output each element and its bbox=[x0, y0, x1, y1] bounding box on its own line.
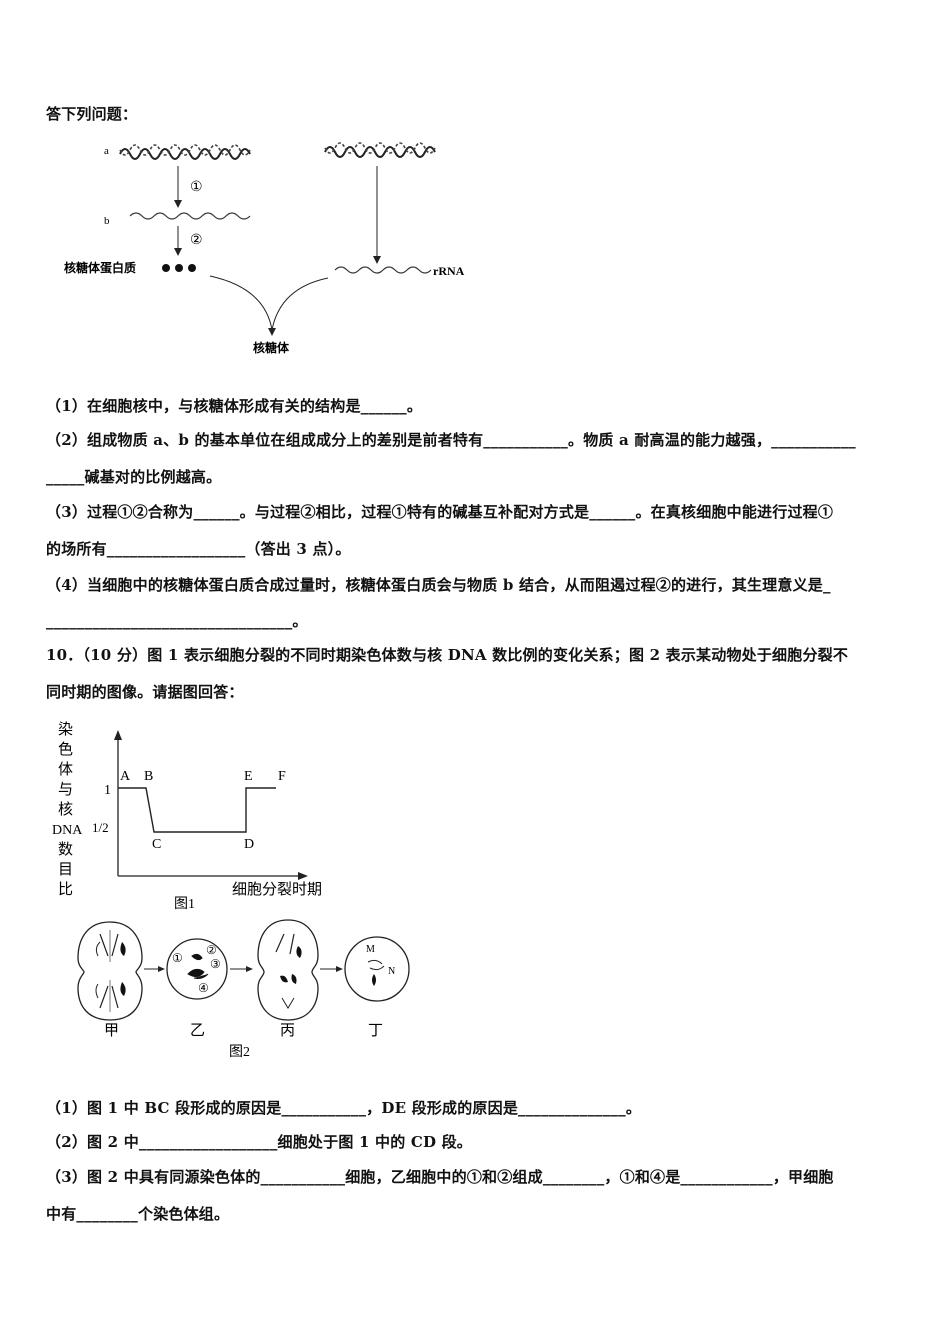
ribosome-label: 核糖体 bbox=[253, 340, 290, 355]
svg-text:数: 数 bbox=[58, 841, 73, 858]
svg-text:②: ② bbox=[206, 943, 217, 957]
cell-jia bbox=[77, 921, 143, 1021]
dna-helix-right bbox=[324, 146, 436, 158]
point-label-D: D bbox=[244, 837, 254, 852]
rrna-strand bbox=[334, 266, 432, 274]
point-label-A: A bbox=[120, 769, 131, 784]
label-bing: 丙 bbox=[280, 1023, 295, 1039]
tick-1: 1 bbox=[104, 783, 111, 798]
figure2-caption: 图2 bbox=[229, 1045, 250, 1060]
q9-part3-line2: 的场所有__________________（答出 3 点）。 bbox=[46, 540, 351, 558]
svg-text:体: 体 bbox=[58, 761, 73, 778]
label-b: b bbox=[104, 215, 110, 227]
mrna-strand bbox=[129, 212, 251, 220]
ribosome-synthesis-figure: a ① b ② 核糖体蛋白质 rRNA 核糖体 bbox=[64, 142, 465, 355]
step1-label: ① bbox=[190, 180, 203, 195]
point-label-C: C bbox=[152, 837, 161, 852]
q10-part3-line1: （3）图 2 中具有同源染色体的___________细胞，乙细胞中的①和②组成… bbox=[46, 1168, 834, 1186]
point-label-E: E bbox=[244, 769, 253, 784]
svg-text:染: 染 bbox=[58, 721, 73, 738]
q9-part2-line2: _____碱基对的比例越高。 bbox=[46, 468, 222, 486]
label-jia: 甲 bbox=[104, 1023, 119, 1039]
rrna-label: rRNA bbox=[433, 264, 465, 278]
step2-label: ② bbox=[190, 233, 203, 248]
svg-text:N: N bbox=[388, 966, 395, 977]
q10-part2: （2）图 2 中__________________细胞处于图 1 中的 CD … bbox=[46, 1133, 472, 1151]
q10-stem-line2: 同时期的图像。请据图回答： bbox=[46, 683, 244, 701]
label-ding: 丁 bbox=[368, 1023, 383, 1039]
svg-text:比: 比 bbox=[58, 881, 73, 898]
ratio-line bbox=[118, 787, 276, 833]
cell-bing bbox=[257, 919, 319, 1021]
label-a: a bbox=[104, 145, 109, 157]
x-axis-label: 细胞分裂时期 bbox=[232, 881, 322, 898]
q10-part3-line2: 中有________个染色体组。 bbox=[46, 1205, 230, 1223]
y-axis-label: 染 色 体 与 核 DNA 数 目 比 bbox=[52, 721, 83, 898]
protein-label: 核糖体蛋白质 bbox=[64, 260, 136, 275]
point-label-F: F bbox=[278, 769, 286, 784]
svg-text:色: 色 bbox=[58, 741, 73, 758]
q9-part4-line1: （4）当细胞中的核糖体蛋白质合成过量时，核糖体蛋白质会与物质 b 结合，从而阻遏… bbox=[46, 576, 831, 594]
svg-text:与: 与 bbox=[58, 781, 73, 798]
svg-text:④: ④ bbox=[198, 981, 209, 995]
figure2-cells: ① ② ③ ④ M N 甲 乙 丙 丁 图2 bbox=[77, 919, 410, 1060]
label-yi: 乙 bbox=[190, 1023, 205, 1039]
q10-stem-line1: 10．（10 分）图 1 表示细胞分裂的不同时期染色体数与核 DNA 数比例的变… bbox=[46, 646, 849, 664]
svg-text:DNA: DNA bbox=[52, 823, 83, 838]
tick-half: 1/2 bbox=[92, 820, 109, 835]
q9-part3-line1: （3）过程①②合称为______。与过程②相比，过程①特有的碱基互补配对方式是_… bbox=[46, 503, 834, 521]
q9-part4-line2: ________________________________。 bbox=[46, 612, 308, 630]
svg-text:核: 核 bbox=[58, 801, 73, 818]
svg-text:目: 目 bbox=[58, 862, 73, 878]
figure1-caption: 图1 bbox=[174, 897, 195, 912]
svg-text:③: ③ bbox=[210, 957, 221, 971]
q9-part2-line1: （2）组成物质 a、b 的基本单位在组成成分上的差别是前者特有_________… bbox=[46, 431, 856, 449]
svg-text:①: ① bbox=[172, 951, 183, 965]
svg-text:M: M bbox=[366, 944, 375, 955]
intro-text: 答下列问题： bbox=[46, 105, 138, 123]
q10-part1: （1）图 1 中 BC 段形成的原因是___________，DE 段形成的原因… bbox=[46, 1099, 642, 1117]
point-label-B: B bbox=[144, 769, 153, 784]
q9-part1: （1）在细胞核中，与核糖体形成有关的结构是______。 bbox=[46, 397, 423, 415]
cell-yi: ① ② ③ ④ bbox=[166, 938, 228, 1000]
cell-ding: M N bbox=[344, 936, 410, 1002]
